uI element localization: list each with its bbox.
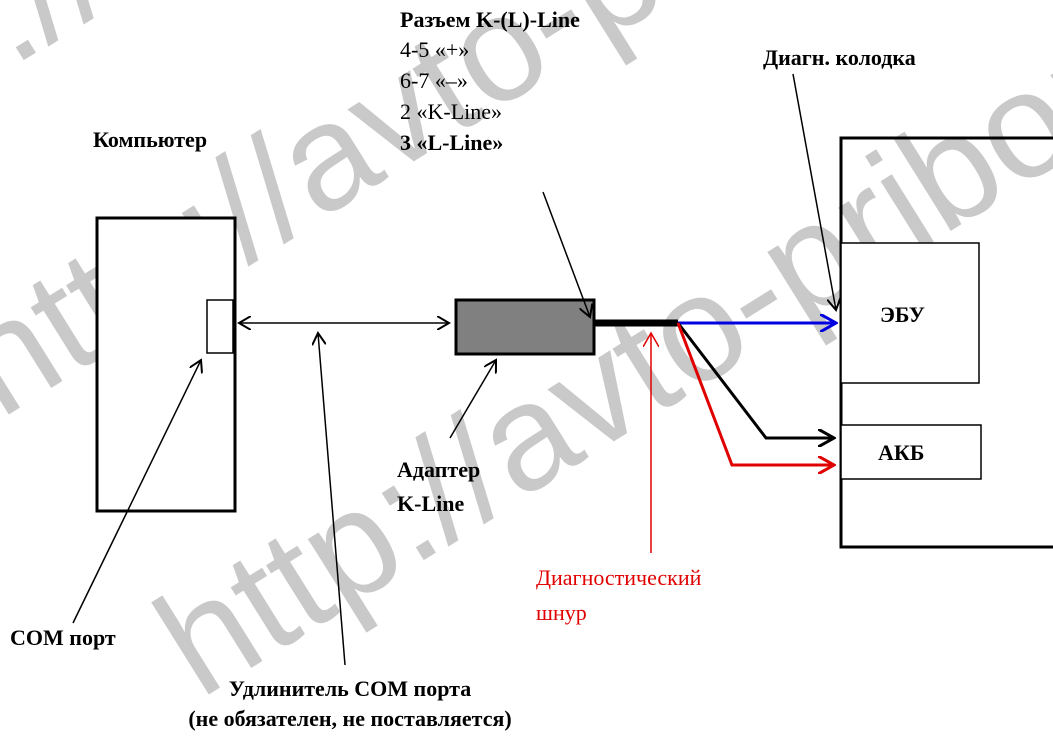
power-wire: [676, 322, 834, 465]
adapter-label: Адаптер: [397, 457, 481, 482]
extension-pointer: [318, 333, 346, 666]
connector-pin: 2 «K-Line»: [400, 99, 503, 124]
connector-pin: 3 «L-Line»: [400, 130, 504, 155]
diag-block-pointer: [792, 73, 836, 310]
computer-label: Компьютер: [93, 127, 208, 152]
connector-pin: 4-5 «+»: [400, 37, 470, 62]
computer-box: [95, 216, 237, 513]
com-port-box: [206, 299, 234, 354]
diag-block-label: Диагн. колодка: [763, 45, 916, 70]
battery-label: АКБ: [878, 440, 925, 465]
extension-label: (не обязателен, не поставляется): [188, 706, 512, 731]
connector-title: Разъем K-(L)-Line: [400, 7, 580, 32]
com-port-label: COM порт: [10, 625, 116, 650]
diag-cable-label: шнур: [536, 600, 587, 625]
adapter-pointer: [449, 360, 496, 439]
com-port-pointer: [72, 360, 201, 624]
adapter-box: [454, 298, 596, 356]
adapter-label: K-Line: [397, 491, 465, 516]
connector-pin: 6-7 «–»: [400, 68, 468, 93]
ground-wire: [676, 322, 834, 438]
extension-label: Удлинитель COM порта: [228, 676, 472, 701]
diag-cable-label: Диагностический: [536, 565, 702, 590]
connector-pointer: [542, 191, 590, 317]
ecu-box: [840, 242, 980, 384]
battery-box: [840, 424, 982, 480]
ecu-label: ЭБУ: [880, 302, 925, 327]
